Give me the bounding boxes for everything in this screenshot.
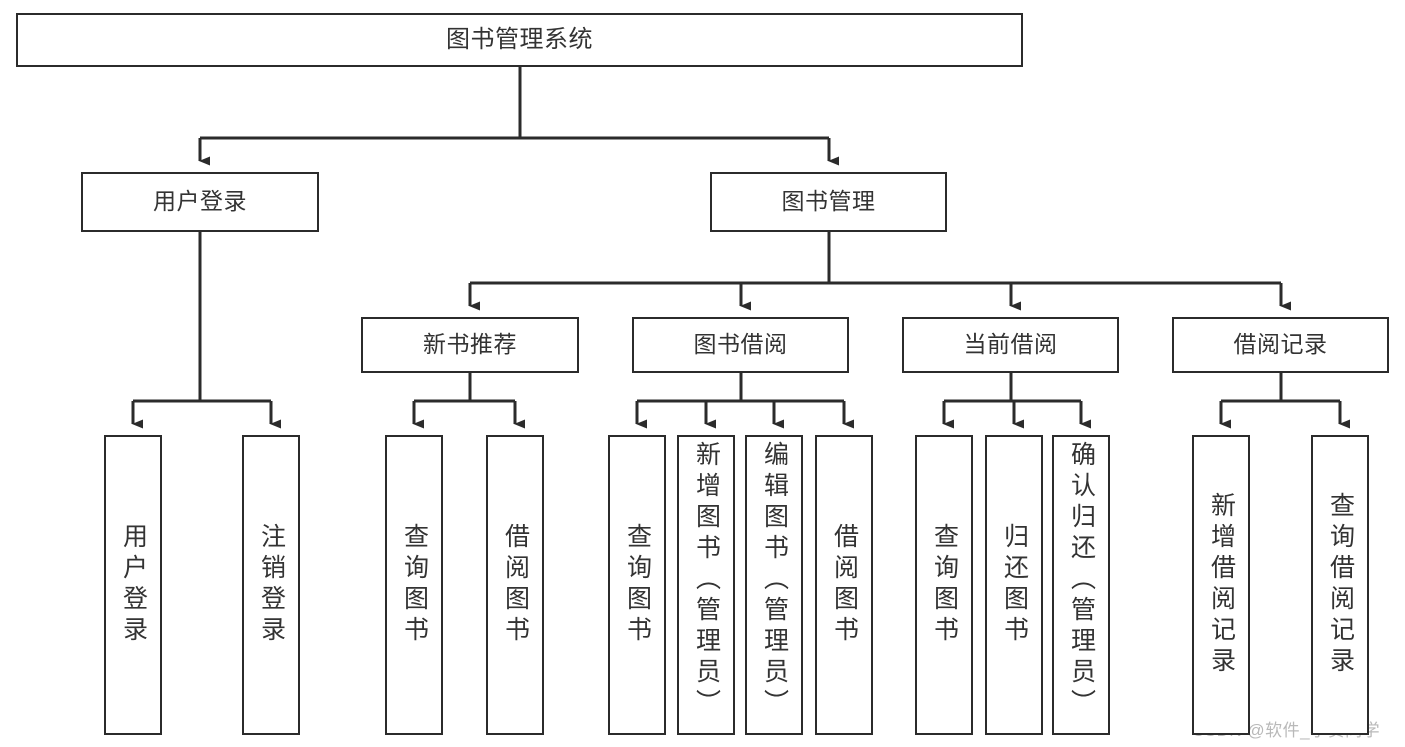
node-current-borrow[interactable]: 当前借阅 xyxy=(902,317,1119,373)
node-leaf-user-logout[interactable]: 注销登录 xyxy=(242,435,300,735)
node-leaf-add-record[interactable]: 新增借阅记录 xyxy=(1192,435,1250,735)
node-leaf-return-book[interactable]: 归还图书 xyxy=(985,435,1043,735)
node-leaf-add-book[interactable]: 新增图书（管理员） xyxy=(677,435,735,735)
node-book-manage-label: 图书管理 xyxy=(781,188,876,215)
node-root[interactable]: 图书管理系统 xyxy=(16,13,1023,67)
node-book-manage[interactable]: 图书管理 xyxy=(710,172,947,232)
node-leaf-user-login[interactable]: 用户登录 xyxy=(104,435,162,735)
node-root-label: 图书管理系统 xyxy=(446,25,593,53)
node-leaf-query-record[interactable]: 查询借阅记录 xyxy=(1311,435,1369,735)
node-user-login-label: 用户登录 xyxy=(153,188,247,215)
node-leaf-query-book-3[interactable]: 查询图书 xyxy=(915,435,973,735)
node-book-borrow-label: 图书借阅 xyxy=(693,331,788,358)
node-leaf-user-login-label: 用户登录 xyxy=(119,523,148,647)
node-leaf-user-logout-label: 注销登录 xyxy=(257,523,286,647)
node-leaf-query-book-3-label: 查询图书 xyxy=(930,523,959,647)
node-leaf-query-book-2[interactable]: 查询图书 xyxy=(608,435,666,735)
node-leaf-return-book-label: 归还图书 xyxy=(1000,523,1029,647)
node-leaf-borrow-book-1[interactable]: 借阅图书 xyxy=(486,435,544,735)
node-leaf-query-book-2-label: 查询图书 xyxy=(623,523,652,647)
node-leaf-confirm-return-label: 确认归还（管理员） xyxy=(1067,441,1096,720)
node-leaf-borrow-book-1-label: 借阅图书 xyxy=(501,523,530,647)
node-user-login[interactable]: 用户登录 xyxy=(81,172,319,232)
node-borrow-record[interactable]: 借阅记录 xyxy=(1172,317,1389,373)
node-leaf-query-book-1-label: 查询图书 xyxy=(400,523,429,647)
node-borrow-record-label: 借阅记录 xyxy=(1233,331,1328,358)
node-new-book-rec-label: 新书推荐 xyxy=(423,331,517,358)
node-new-book-rec[interactable]: 新书推荐 xyxy=(361,317,579,373)
node-leaf-edit-book-label: 编辑图书（管理员） xyxy=(760,441,789,720)
node-leaf-confirm-return[interactable]: 确认归还（管理员） xyxy=(1052,435,1110,735)
node-leaf-query-record-label: 查询借阅记录 xyxy=(1326,492,1355,678)
node-current-borrow-label: 当前借阅 xyxy=(963,331,1058,358)
node-leaf-query-book-1[interactable]: 查询图书 xyxy=(385,435,443,735)
node-leaf-edit-book[interactable]: 编辑图书（管理员） xyxy=(745,435,803,735)
node-leaf-borrow-book-2-label: 借阅图书 xyxy=(830,523,859,647)
node-book-borrow[interactable]: 图书借阅 xyxy=(632,317,849,373)
node-leaf-borrow-book-2[interactable]: 借阅图书 xyxy=(815,435,873,735)
node-leaf-add-book-label: 新增图书（管理员） xyxy=(692,441,721,720)
node-leaf-add-record-label: 新增借阅记录 xyxy=(1207,492,1236,678)
